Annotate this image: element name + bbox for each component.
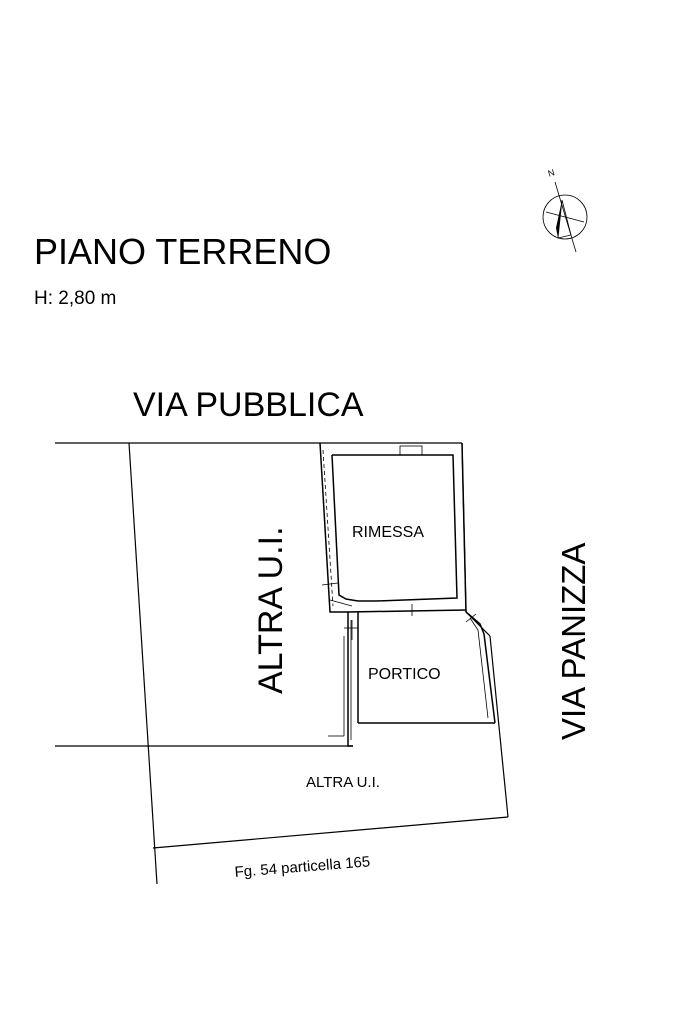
door-marks <box>321 582 477 640</box>
cadastral-reference: Fg. 54 particella 165 <box>234 853 371 881</box>
room-label-portico: PORTICO <box>368 666 441 683</box>
plan-title: PIANO TERRENO <box>34 231 331 272</box>
height-label: H: 2,80 m <box>34 288 116 309</box>
neighbor-label-west: ALTRA U.I. <box>252 526 290 694</box>
building-walls <box>319 442 496 747</box>
neighbor-label-south: ALTRA U.I. <box>306 774 380 791</box>
north-arrow-icon: N <box>542 167 588 253</box>
street-label-via-panizza: VIA PANIZZA <box>555 543 592 740</box>
north-label: N <box>547 167 556 178</box>
street-label-via-pubblica: VIA PUBBLICA <box>133 386 364 424</box>
room-label-rimessa: RIMESSA <box>352 524 424 541</box>
